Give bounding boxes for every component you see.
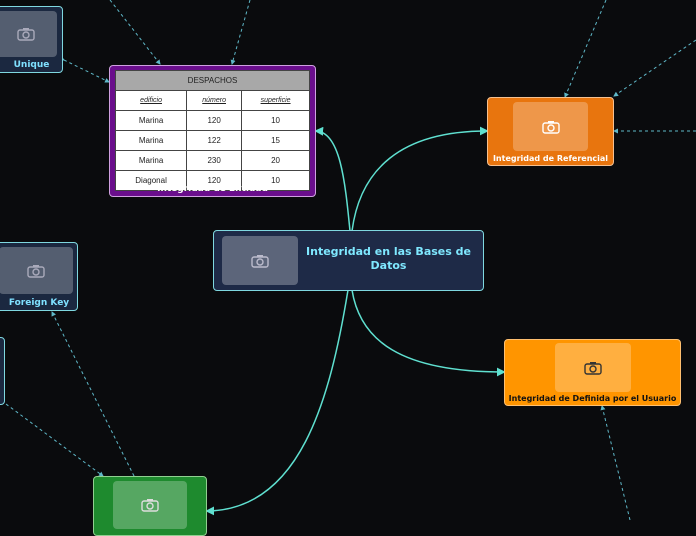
table-cell: 120 [186,110,243,131]
dashed-link-9 [5,403,104,477]
table-row: Diagonal 120 10 [114,170,310,191]
node-green[interactable] [93,476,207,536]
dashed-link-1 [109,0,161,65]
despachos-table: DESPACHOS edificio número superficie Mar… [114,70,310,191]
table-cell: 120 [186,170,243,191]
node-integridad-definida-usuario[interactable]: Integridad de Definida por el Usuario [504,339,681,406]
link-central-green [205,289,349,516]
table-cell: 20 [241,150,310,171]
link-central-referencial [351,126,489,232]
table-cell: 230 [186,150,243,171]
node-integridad-entidad[interactable]: DESPACHOS edificio número superficie Mar… [109,65,316,197]
camera-icon [251,254,269,268]
despachos-table-wrap: DESPACHOS edificio número superficie Mar… [114,70,310,191]
table-row: Marina 230 20 [114,150,310,171]
camera-icon [541,120,560,134]
dashed-link-7 [600,405,631,520]
table-cell: Marina [114,110,188,131]
table-cell: 10 [241,170,310,191]
node-label: Integridad de Entidad [157,184,268,194]
image-placeholder [555,343,631,392]
camera-icon [27,264,45,278]
table-cell: 15 [241,130,310,151]
image-placeholder [0,11,57,57]
table-cell: Marina [114,130,188,151]
central-title: Integridad en las Bases de Datos [306,245,471,272]
image-placeholder [513,102,588,151]
image-placeholder [113,481,187,529]
node-label: Integridad de Definida por el Usuario [508,394,677,403]
table-header: número [186,90,243,111]
node-foreign-key[interactable]: Foreign Key [0,242,78,311]
node-unique[interactable]: Unique [0,6,63,73]
dashed-link-2 [230,0,251,65]
table-header: edificio [114,90,188,111]
table-cell: Diagonal [114,170,188,191]
connector-layer [5,0,696,520]
image-placeholder [0,247,73,294]
node-left-edge[interactable] [0,337,5,405]
image-placeholder [222,236,298,285]
link-central-usuario [351,289,506,377]
table-cell: 10 [241,110,310,131]
table-row: Marina 122 15 [114,130,310,151]
node-label: Foreign Key [8,298,70,308]
camera-icon [141,499,159,512]
dashed-link-3 [59,55,110,83]
node-central[interactable]: Integridad en las Bases de Datos [213,230,484,291]
node-integridad-referencial[interactable]: Integridad de Referencial [487,97,614,166]
node-label: Unique [13,60,50,70]
node-label: Integridad de Referencial [492,154,609,163]
dashed-link-5 [613,39,696,97]
camera-icon [17,28,35,41]
table-cell: 122 [186,130,243,151]
table-title: DESPACHOS [115,70,310,91]
dashed-link-4 [564,0,607,98]
link-central-entidad [314,126,351,232]
table-header: superficie [241,90,310,111]
dashed-link-8 [51,311,139,481]
camera-icon [584,361,602,375]
table-row: Marina 120 10 [114,110,310,131]
table-cell: Marina [114,150,188,171]
